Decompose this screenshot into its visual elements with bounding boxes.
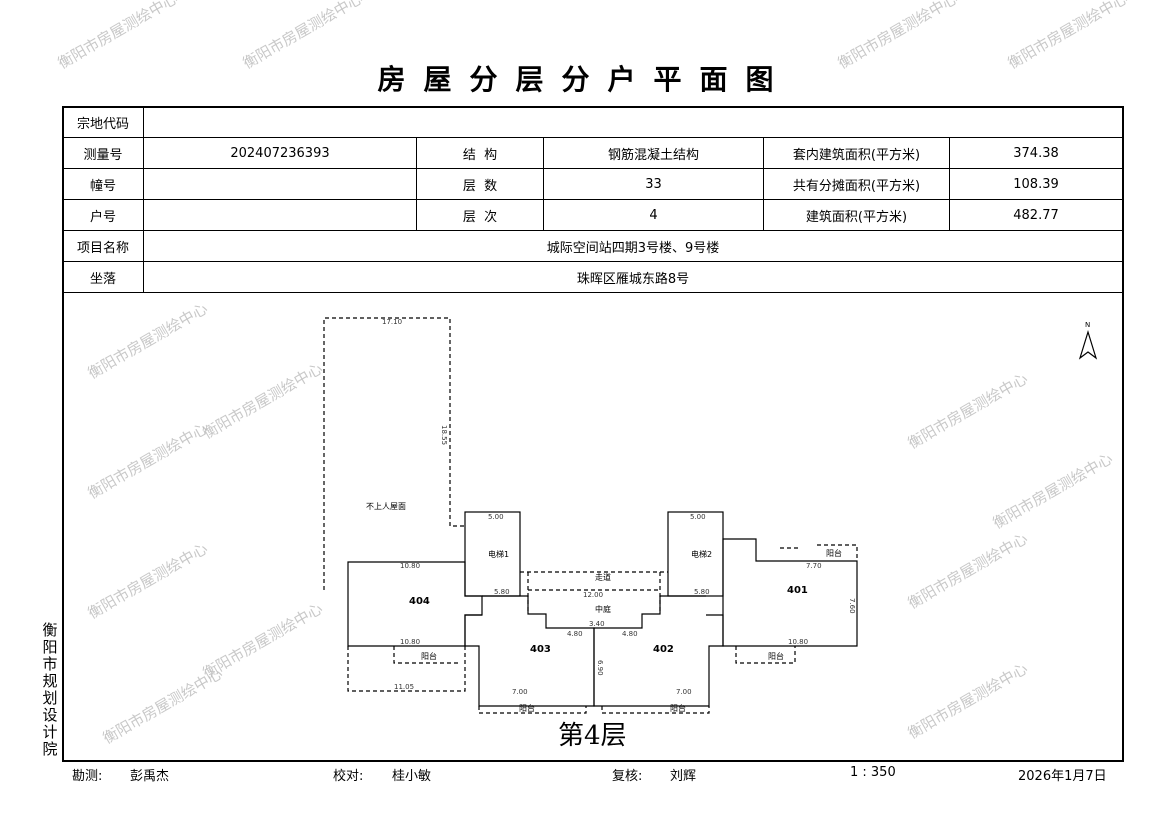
reviewer: 刘辉 xyxy=(670,769,697,784)
surveyor-label: 勘测: xyxy=(72,769,103,784)
unit-401 xyxy=(722,538,858,647)
checker: 桂小敏 xyxy=(392,769,432,784)
structure: 钢筋混凝土结构 xyxy=(543,137,764,169)
unit-403-label: 403 xyxy=(530,644,551,655)
dim-roof-side: 18.55 xyxy=(440,425,448,445)
dim-a4: 7.60 xyxy=(848,598,856,614)
dim-mid: 6.90 xyxy=(596,660,604,676)
dim-e1-top: 5.00 xyxy=(488,513,504,521)
floors-label: 层 数 xyxy=(416,168,544,200)
unit-402-label: 402 xyxy=(653,644,674,655)
dim-a1: 4.80 xyxy=(567,630,583,638)
balcony-402-label: 阳台 xyxy=(670,703,686,713)
dim-a1b: 4.80 xyxy=(622,630,638,638)
unit-401-label: 401 xyxy=(787,585,808,596)
dim-a3: 7.70 xyxy=(806,562,822,570)
scale: 1 : 350 xyxy=(850,765,896,780)
balcony-403-label: 阳台 xyxy=(519,703,535,713)
plan-mark: 401 402 403 404 xyxy=(409,585,808,655)
dim-401-bottom: 10.80 xyxy=(788,638,808,646)
dim-e2-h: 5.80 xyxy=(694,588,710,596)
org-vertical-label: 衡阳市规划设计院 xyxy=(42,621,58,758)
floor: 4 xyxy=(543,199,764,231)
balcony-401b-label: 阳台 xyxy=(826,548,842,558)
dim-corridor: 12.00 xyxy=(583,591,603,599)
structure-label: 结 构 xyxy=(416,137,544,169)
plan-mark: 17.10 18.55 10.80 10.80 11.05 5.00 5.00 … xyxy=(382,318,856,696)
unit-404-label: 404 xyxy=(409,596,430,607)
dim-e1-h: 5.80 xyxy=(494,588,510,596)
building-no-label: 幢号 xyxy=(62,168,144,200)
north-label: N xyxy=(1085,321,1090,329)
plan-mark: 不上人屋面 电梯1 电梯2 走道 中庭 阳台 阳台 阳台 阳台 阳台 N xyxy=(366,321,1090,713)
corridor xyxy=(520,571,668,614)
dim-404-width: 10.80 xyxy=(400,562,420,570)
inner-area: 374.38 xyxy=(949,137,1123,169)
atrium-label: 中庭 xyxy=(595,604,611,614)
elevator-2-label: 电梯2 xyxy=(691,549,712,559)
dim-402-bottom: 7.00 xyxy=(676,688,692,696)
project: 城际空间站四期3号楼、9号楼 xyxy=(143,230,1123,262)
floor-caption: 第4层 xyxy=(558,721,627,751)
date: 2026年1月7日 xyxy=(1018,769,1107,784)
location-label: 坐落 xyxy=(62,261,144,293)
north-arrow xyxy=(1078,329,1098,360)
checker-label: 校对: xyxy=(333,769,364,784)
balcony-outlines xyxy=(347,544,858,714)
dim-a2: 3.40 xyxy=(589,620,605,628)
dim-404-balcony: 11.05 xyxy=(394,683,414,691)
corridor-label: 走道 xyxy=(595,572,611,582)
elevator-1-label: 电梯1 xyxy=(488,549,509,559)
survey-no-label: 测量号 xyxy=(62,137,144,169)
dim-404-bottom: 10.80 xyxy=(400,638,420,646)
reviewer-label: 复核: xyxy=(612,769,643,784)
page-title: 房屋分层分户平面图 xyxy=(377,63,792,96)
shared-area-label: 共有分摊面积(平方米) xyxy=(763,168,950,200)
total-area: 482.77 xyxy=(949,199,1123,231)
dim-roof-top: 17.10 xyxy=(382,318,402,326)
location: 珠晖区雁城东路8号 xyxy=(143,261,1123,293)
dim-e2-top: 5.00 xyxy=(690,513,706,521)
roof-label: 不上人屋面 xyxy=(366,502,406,511)
unit-no-label: 户号 xyxy=(62,199,144,231)
balcony-401-label: 阳台 xyxy=(768,651,784,661)
roof-outline xyxy=(323,317,465,590)
dim-403-bottom: 7.00 xyxy=(512,688,528,696)
surveyor: 彭禹杰 xyxy=(130,769,170,784)
floor-label: 层 次 xyxy=(416,199,544,231)
plan-mark xyxy=(323,317,1098,714)
balcony-404-label: 阳台 xyxy=(421,651,437,661)
